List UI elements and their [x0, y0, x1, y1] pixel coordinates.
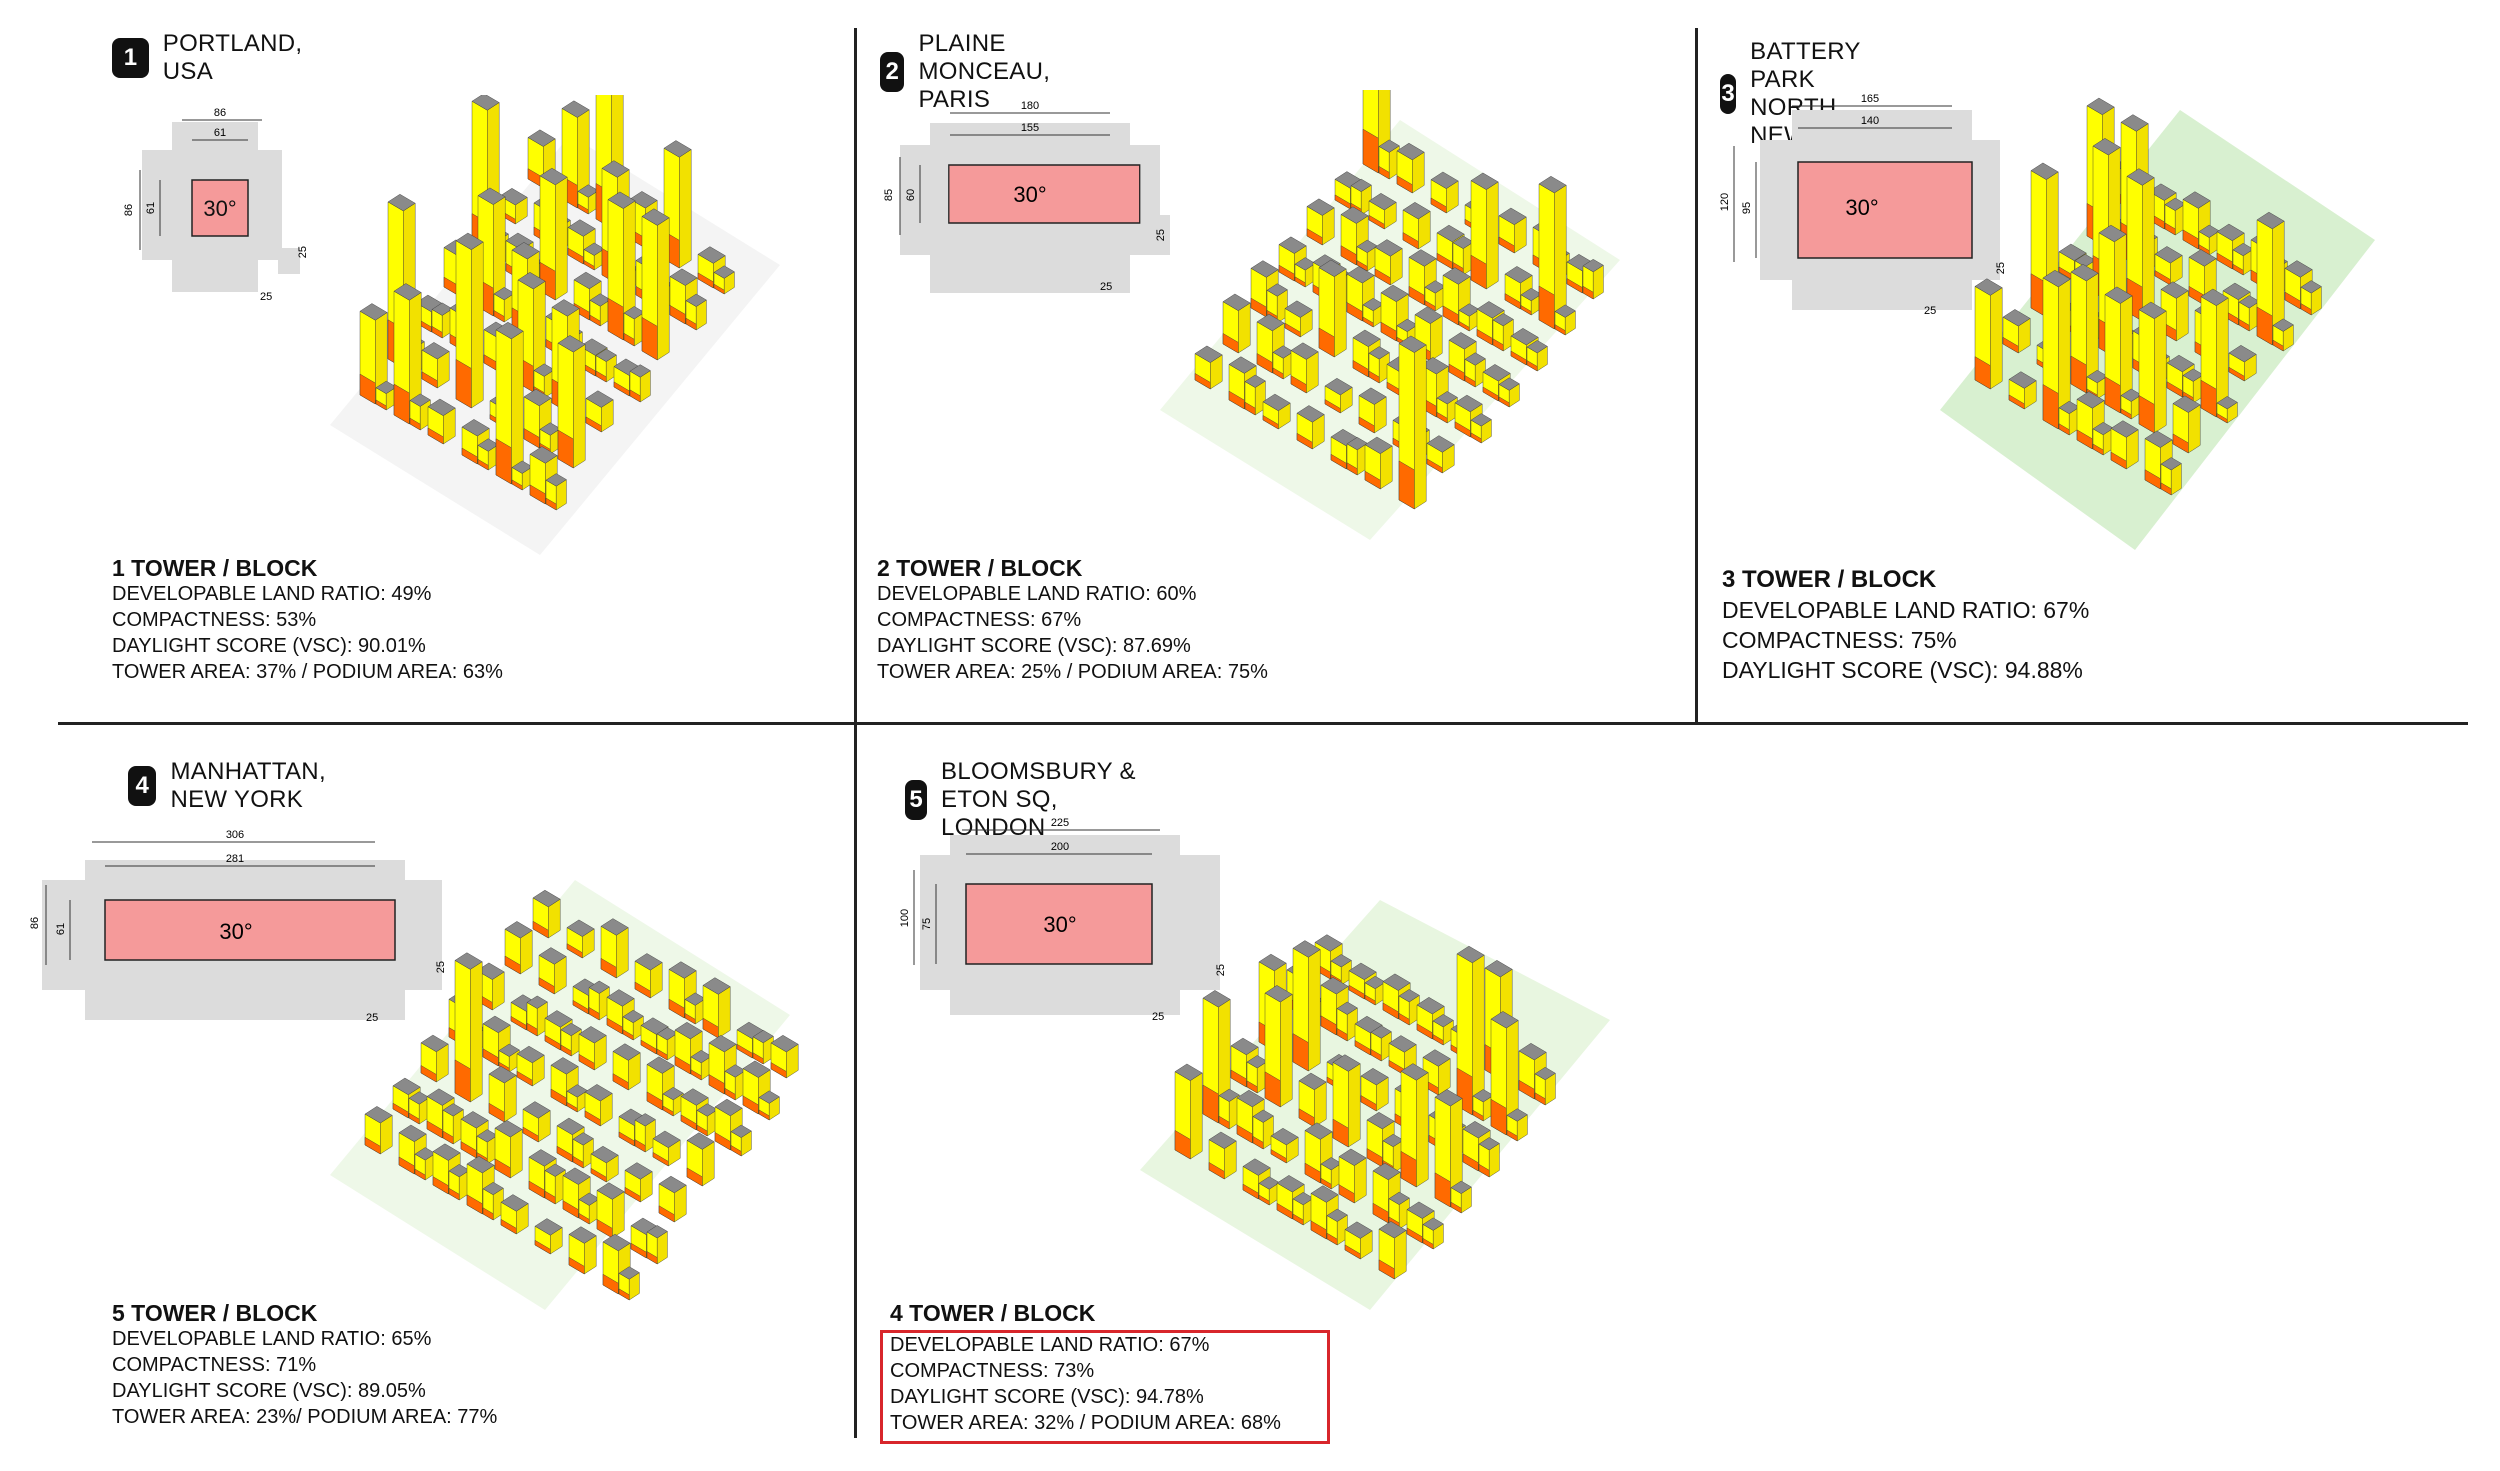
iso-towers-group — [359, 95, 735, 511]
dim-outer-height: 100 — [900, 909, 911, 927]
block-dimension-diagram: 30° 306 281 86 61 25 25 — [30, 829, 447, 1024]
block-angle-label: 30° — [1845, 195, 1878, 220]
panel-number-badge: 1 — [112, 38, 149, 78]
panel-stats: 2 TOWER / BLOCK DEVELOPABLE LAND RATIO: … — [877, 555, 1268, 685]
dim-inner-height: 95 — [1741, 202, 1753, 214]
isometric-block-massing — [1940, 97, 2375, 550]
panel-number-badge: 3 — [1720, 74, 1737, 114]
block-angle-label: 30° — [1043, 912, 1076, 937]
stats-daylight: DAYLIGHT SCORE (VSC): 94.88% — [1722, 657, 2083, 683]
dim-outer-height: 85 — [883, 189, 895, 201]
panel-stats: 5 TOWER / BLOCK DEVELOPABLE LAND RATIO: … — [112, 1300, 497, 1430]
stats-land-ratio: DEVELOPABLE LAND RATIO: 49% — [112, 583, 432, 605]
dim-street-height: 25 — [435, 961, 447, 973]
panel-stats-highlighted: DEVELOPABLE LAND RATIO: 67% COMPACTNESS:… — [890, 1332, 1281, 1436]
panel-city-name: PORTLAND, USA — [162, 30, 303, 85]
stats-title: 5 TOWER / BLOCK — [112, 1300, 318, 1326]
dim-street-height: 25 — [297, 246, 309, 258]
block-dimension-diagram: 30° 165 140 120 95 25 25 — [1720, 93, 2007, 317]
iso-towers-group — [364, 889, 799, 1301]
divider-vertical-right — [1695, 28, 1698, 723]
stats-daylight: DAYLIGHT SCORE (VSC): 94.78% — [890, 1386, 1204, 1408]
dim-outer-height: 86 — [123, 204, 135, 216]
iso-towers-group — [1974, 97, 2322, 496]
panel-stats: 1 TOWER / BLOCK DEVELOPABLE LAND RATIO: … — [112, 555, 503, 685]
dim-street-height: 25 — [1155, 229, 1167, 241]
stats-land-ratio: DEVELOPABLE LAND RATIO: 67% — [1722, 597, 2090, 623]
isometric-block-massing — [330, 880, 799, 1310]
dim-street-height: 25 — [1995, 262, 2007, 274]
dim-outer-width: 225 — [1051, 817, 1069, 829]
dim-inner-height: 60 — [905, 189, 917, 201]
dim-outer-width: 180 — [1021, 100, 1039, 112]
panel-number-badge: 2 — [880, 52, 905, 92]
highlight-box — [880, 1330, 1330, 1444]
stats-title: 4 TOWER / BLOCK — [890, 1300, 1096, 1326]
stats-land-ratio: DEVELOPABLE LAND RATIO: 65% — [112, 1328, 432, 1350]
dim-inner-width: 140 — [1861, 115, 1879, 127]
dim-inner-height: 61 — [55, 923, 67, 935]
iso-towers-group — [1194, 90, 1604, 510]
dim-street-width: 25 — [366, 1012, 378, 1024]
dim-street-width: 25 — [1924, 305, 1936, 317]
dim-street-width: 25 — [1100, 281, 1112, 293]
dim-street-width: 25 — [260, 291, 272, 303]
isometric-block-massing — [330, 95, 780, 555]
stats-tower-area: TOWER AREA: 32% / PODIUM AREA: 68% — [890, 1412, 1281, 1434]
dim-street-width: 25 — [1152, 1011, 1164, 1023]
stats-compactness: COMPACTNESS: 67% — [877, 609, 1082, 631]
panel-stats: 4 TOWER / BLOCK — [890, 1300, 1095, 1326]
block-angle-label: 30° — [219, 919, 252, 944]
stats-daylight: DAYLIGHT SCORE (VSC): 89.05% — [112, 1380, 426, 1402]
divider-vertical-left — [854, 28, 857, 1438]
panel-city-name: MANHATTAN, NEW YORK — [170, 758, 326, 813]
panel-city-name: BLOOMSBURY & ETON SQ, LONDON — [941, 758, 1136, 841]
stats-title: 1 TOWER / BLOCK — [112, 555, 318, 581]
dim-inner-height: 75 — [921, 918, 933, 930]
stats-land-ratio: DEVELOPABLE LAND RATIO: 60% — [877, 583, 1197, 605]
stats-tower-area: TOWER AREA: 37% / PODIUM AREA: 63% — [112, 661, 503, 683]
dim-inner-width: 200 — [1051, 841, 1069, 853]
stats-compactness: COMPACTNESS: 73% — [890, 1360, 1095, 1382]
dim-inner-height: 61 — [145, 202, 157, 214]
dim-outer-height: 120 — [1720, 193, 1731, 211]
dim-outer-width: 165 — [1861, 93, 1879, 105]
block-dimension-diagram: 30° 225 200 100 75 25 25 — [900, 817, 1227, 1023]
isometric-block-massing — [1160, 90, 1620, 540]
stats-land-ratio: DEVELOPABLE LAND RATIO: 67% — [890, 1334, 1210, 1356]
panel-number-badge: 5 — [905, 780, 928, 820]
stats-tower-area: TOWER AREA: 25% / PODIUM AREA: 75% — [877, 661, 1268, 683]
dim-street-height: 25 — [1215, 964, 1227, 976]
dim-inner-width: 155 — [1021, 122, 1039, 134]
panel-city-name: PLAINE MONCEAU, PARIS — [918, 30, 1051, 113]
dim-outer-width: 306 — [226, 829, 244, 841]
stats-compactness: COMPACTNESS: 71% — [112, 1354, 317, 1376]
block-angle-label: 30° — [1013, 182, 1046, 207]
stats-daylight: DAYLIGHT SCORE (VSC): 90.01% — [112, 635, 426, 657]
dim-outer-height: 86 — [30, 917, 41, 929]
isometric-block-massing — [1140, 900, 1610, 1310]
panel-header: 2 PLAINE MONCEAU, PARIS — [880, 30, 1074, 114]
block-dimension-diagram: 30° 86 61 86 61 25 25 — [123, 107, 309, 303]
panel-header: 5 BLOOMSBURY & ETON SQ, LONDON — [905, 758, 1139, 842]
stats-title: 2 TOWER / BLOCK — [877, 555, 1083, 581]
block-angle-label: 30° — [203, 196, 236, 221]
dim-inner-width: 281 — [226, 853, 244, 865]
panel-number-badge: 4 — [128, 766, 157, 806]
dim-inner-width: 61 — [214, 127, 226, 139]
dim-outer-width: 86 — [214, 107, 226, 119]
stats-compactness: COMPACTNESS: 75% — [1722, 627, 1957, 653]
panel-stats: 3 TOWER / BLOCK DEVELOPABLE LAND RATIO: … — [1722, 565, 2089, 685]
block-dimension-diagram: 30° 180 155 85 60 25 25 — [883, 100, 1170, 293]
stats-compactness: COMPACTNESS: 53% — [112, 609, 317, 631]
panel-header: 1 PORTLAND, USA — [112, 30, 314, 86]
stats-daylight: DAYLIGHT SCORE (VSC): 87.69% — [877, 635, 1191, 657]
divider-horizontal — [58, 722, 2468, 725]
stats-tower-area: TOWER AREA: 23%/ PODIUM AREA: 77% — [112, 1406, 498, 1428]
stats-title: 3 TOWER / BLOCK — [1722, 566, 1937, 593]
panel-header: 4 MANHATTAN, NEW YORK — [128, 758, 345, 814]
iso-towers-group — [1174, 934, 1556, 1280]
